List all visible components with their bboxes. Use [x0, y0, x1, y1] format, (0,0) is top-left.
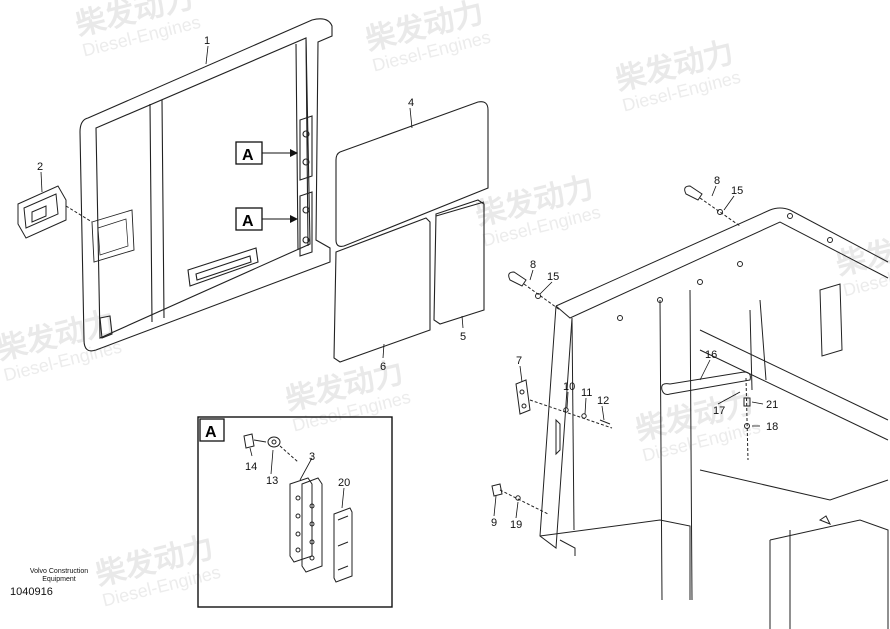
latch-plate: [17, 185, 93, 239]
caption-line-2: Equipment: [42, 576, 76, 583]
ref-label-a: A: [242, 213, 254, 230]
callout-2: 2: [37, 161, 43, 173]
ref-box-a-upper: A: [235, 141, 298, 165]
caption-line-1: Volvo Construction: [29, 568, 89, 575]
callout-20: 20: [338, 477, 350, 489]
callout-4: 4: [408, 97, 414, 109]
callout-13: 13: [266, 475, 278, 487]
manufacturer-caption: Volvo Construction Equipment: [4, 568, 114, 584]
insulation-pads: [333, 101, 489, 363]
callout-17: 17: [713, 405, 725, 417]
ref-box-a-lower: A: [235, 207, 298, 231]
drawing-number: 1040916: [10, 586, 53, 598]
leader-lines: [40, 45, 764, 519]
callout-10: 10: [563, 381, 575, 393]
callout-12: 12: [597, 395, 609, 407]
callout-5: 5: [460, 331, 466, 343]
callout-6: 6: [380, 361, 386, 373]
callout-7: 7: [516, 355, 522, 367]
callout-8: 8: [530, 259, 536, 271]
callout-14: 14: [245, 461, 257, 473]
watermark-layer: 柴发动力 Diesel-Engines 柴发动力 Diesel-Engines …: [0, 0, 890, 611]
right-hardware: [491, 185, 751, 515]
cab-frame: [539, 207, 889, 629]
callout-15: 15: [547, 271, 559, 283]
detail-a-box: A: [197, 416, 393, 608]
ref-label-a: A: [242, 147, 254, 164]
callout-16: 16: [705, 349, 717, 361]
callout-3: 3: [309, 451, 315, 463]
callout-19: 19: [510, 519, 522, 531]
callout-11: 11: [581, 387, 592, 399]
callout-21: 21: [766, 399, 778, 411]
callout-1: 1: [204, 35, 210, 47]
callout-9: 9: [491, 517, 497, 529]
callout-18: 18: [766, 421, 778, 433]
callout-15: 15: [731, 185, 743, 197]
door-panel: [79, 18, 333, 352]
detail-a-title: A: [205, 424, 217, 441]
callout-labels: 1 2 4 5 6 7 8 8 9 10 11 12 13 14 15 15 1…: [37, 35, 778, 531]
callout-8: 8: [714, 175, 720, 187]
